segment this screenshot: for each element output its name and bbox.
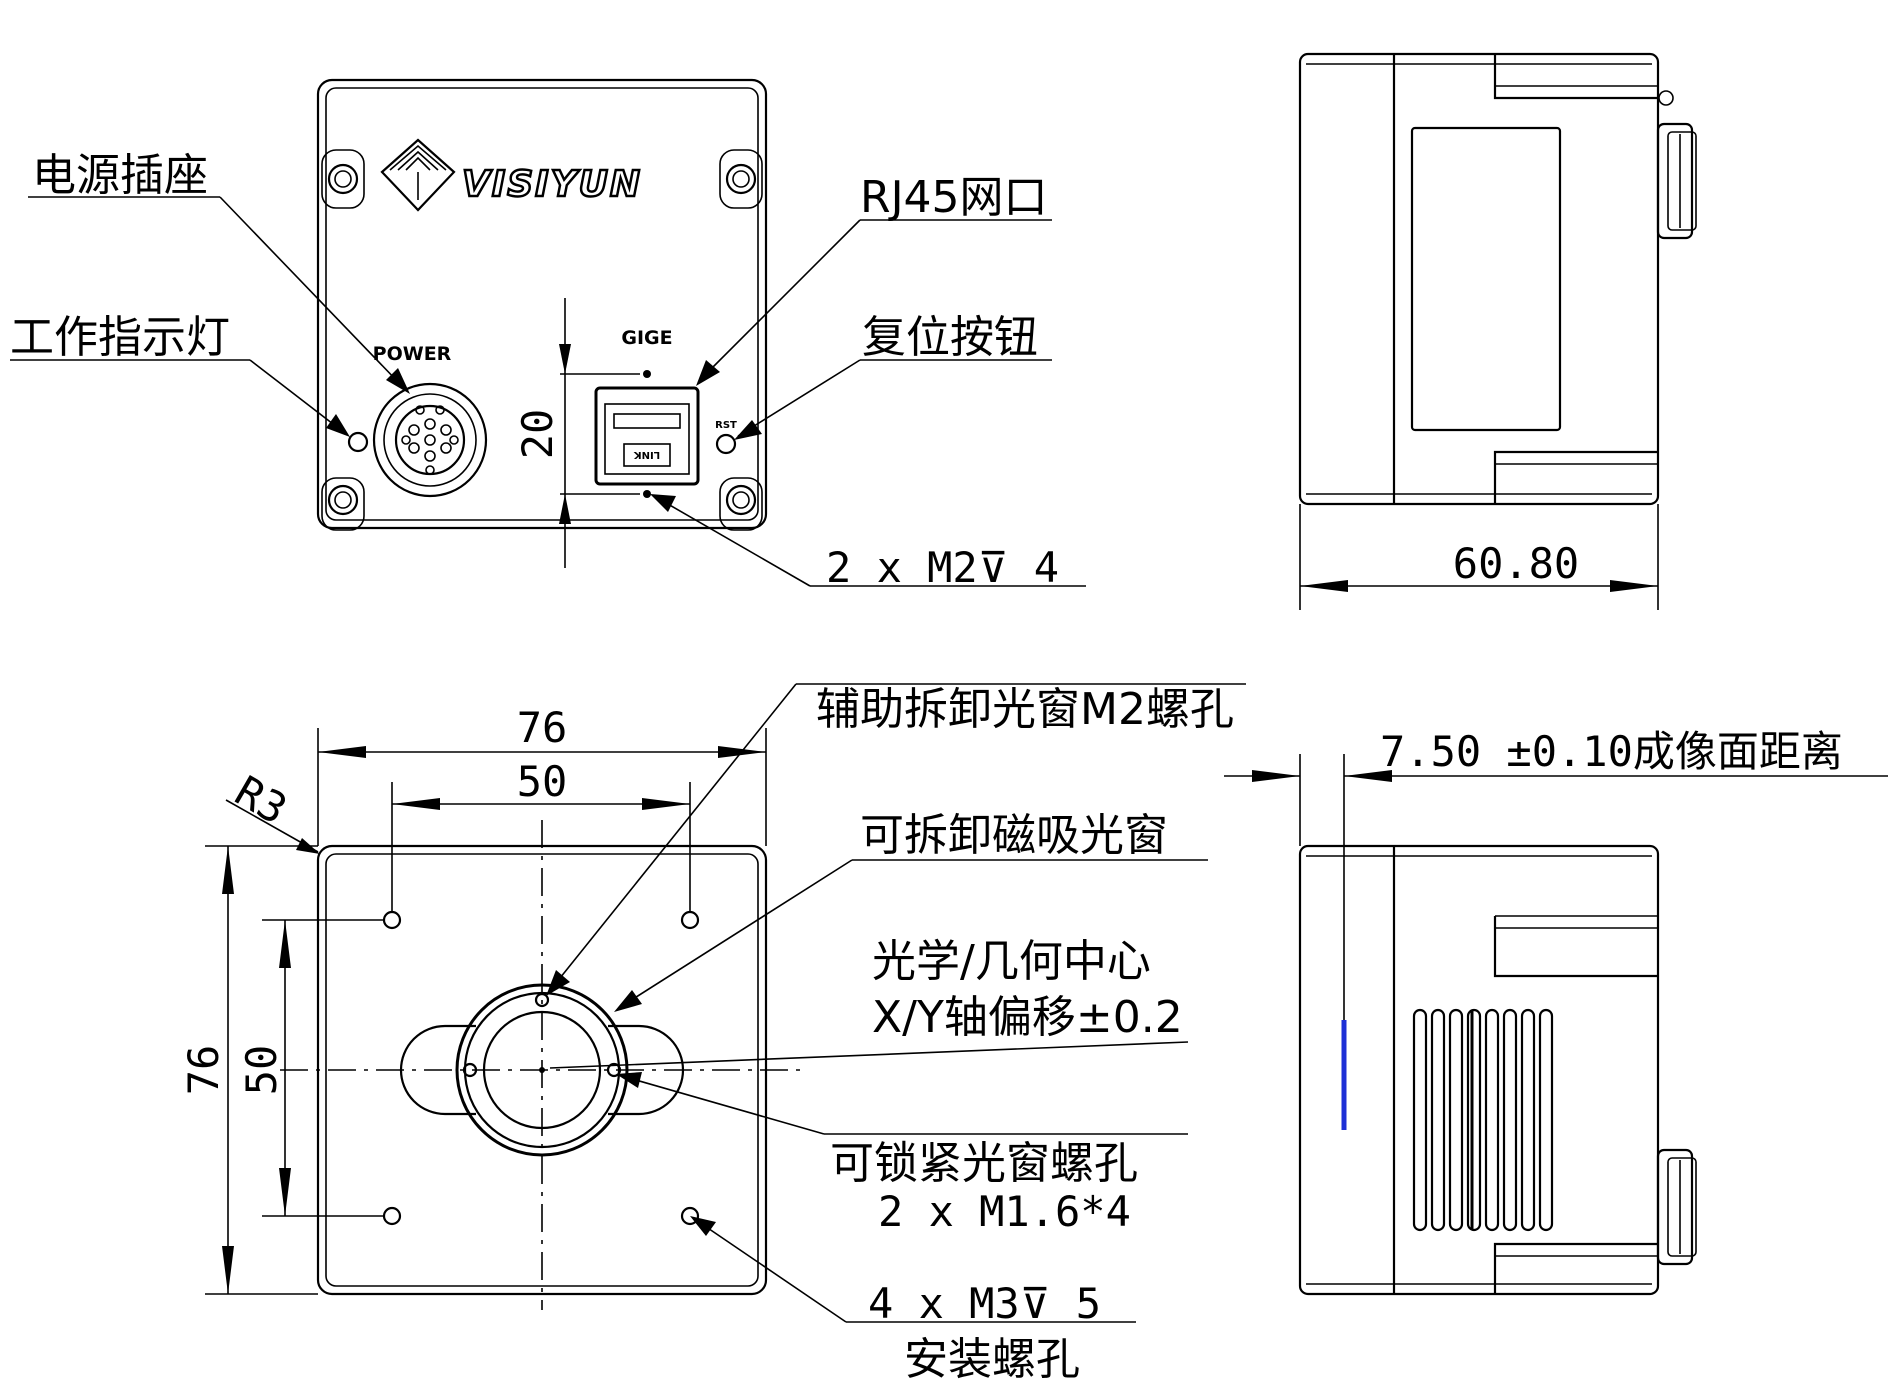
lock-screw-callout-1: 可锁紧光窗螺孔 [830,1138,1138,1189]
power-port-label: POWER [373,343,452,365]
corner-radius-value: R3 [227,766,295,834]
status-led-icon [347,431,369,453]
corner-radius-leader [225,799,320,854]
side-view-bottom: 7.50 ±0.10成像面距离 [1224,727,1888,1296]
rj45-small-label: LINK [633,449,660,460]
corner-screw-bottom-left [321,477,365,531]
hole-height-value: 50 [237,1045,286,1096]
leader-magnetic-window [614,859,1208,1012]
side-housing-outline-bottom [1298,844,1660,1296]
brand-logo-text: VISIYUN [462,164,642,205]
back-housing-inner-outline [325,87,759,521]
side-view-top: 60.80 [1298,52,1697,610]
leader-power-socket [28,196,410,394]
magnetic-window-callout: 可拆卸磁吸光窗 [860,810,1168,861]
mount-hole-bottom-left [382,1206,402,1226]
leader-screw-holes [650,494,1086,587]
rst-label: RST [715,420,737,431]
dimension-hole-height: 50 [237,919,384,1217]
back-housing-outline [316,78,768,530]
mount-hole-bottom-right [680,1206,700,1226]
screw-holes-callout: 2 x M2⊽ 4 [826,543,1059,592]
mount-holes-callout-1: 4 x M3⊽ 5 [868,1279,1101,1328]
leader-reset-button [734,359,1052,440]
leader-lock-screw [616,1072,1188,1135]
mount-hole-top-right [680,910,700,930]
mount-hole-top-left [382,910,402,930]
dimension-hole-spacing: 20 [513,298,640,568]
rj45-port-icon: LINK [594,386,700,486]
image-plane-callout: 7.50 ±0.10成像面距离 [1380,727,1843,776]
aux-screw-callout: 辅助拆卸光窗M2螺孔 [816,684,1234,735]
side-connector-icon [1656,122,1697,240]
corner-screw-top-right [719,149,763,209]
dimension-hole-width: 50 [391,757,691,912]
hole-spacing-value: 20 [513,409,562,460]
dimension-image-plane [1224,754,1888,1020]
optical-center-callout-1: 光学/几何中心 [872,936,1151,987]
status-led-callout: 工作指示灯 [10,312,230,363]
power-socket-callout: 电源插座 [32,150,208,201]
corner-screw-bottom-right [719,477,763,531]
gige-port-label: GIGE [621,327,672,349]
depth-value: 60.80 [1453,539,1579,588]
reset-button-icon [715,433,737,455]
lock-screw-callout-2: 2 x M1.6*4 [878,1187,1131,1236]
gige-top-screw-dot [643,370,651,378]
side-label-panel [1410,126,1562,432]
gige-bottom-screw-dot [643,490,651,498]
power-connector-icon [372,382,488,498]
reset-button-callout: 复位按钮 [862,312,1038,363]
leader-rj45 [696,219,1052,386]
back-view: VISIYUN POWER GIGE LINK RST [10,78,1086,592]
hole-width-value: 50 [517,757,568,806]
corner-screw-top-left [321,149,365,209]
rj45-callout: RJ45网口 [860,172,1048,223]
side-connector-icon-bottom [1656,1148,1697,1266]
vent-slots-icon [1412,1008,1554,1232]
side-housing-outline [1298,52,1660,506]
front-view: 76 50 76 50 [179,683,1246,1385]
fan-diamond-logo-icon [380,138,456,212]
leader-optical-center [549,1041,1189,1069]
outer-width-value: 76 [517,703,568,752]
leader-mount-holes [690,1216,1136,1323]
optical-center-callout-2: X/Y轴偏移±0.2 [872,992,1183,1043]
outer-height-value: 76 [179,1045,228,1096]
dimension-depth: 60.80 [1299,504,1659,610]
mount-holes-callout-2: 安装螺孔 [904,1334,1080,1385]
dimension-outer-height: 76 [179,845,318,1295]
leader-aux-screw [546,683,1246,996]
leader-status-led [10,359,350,437]
